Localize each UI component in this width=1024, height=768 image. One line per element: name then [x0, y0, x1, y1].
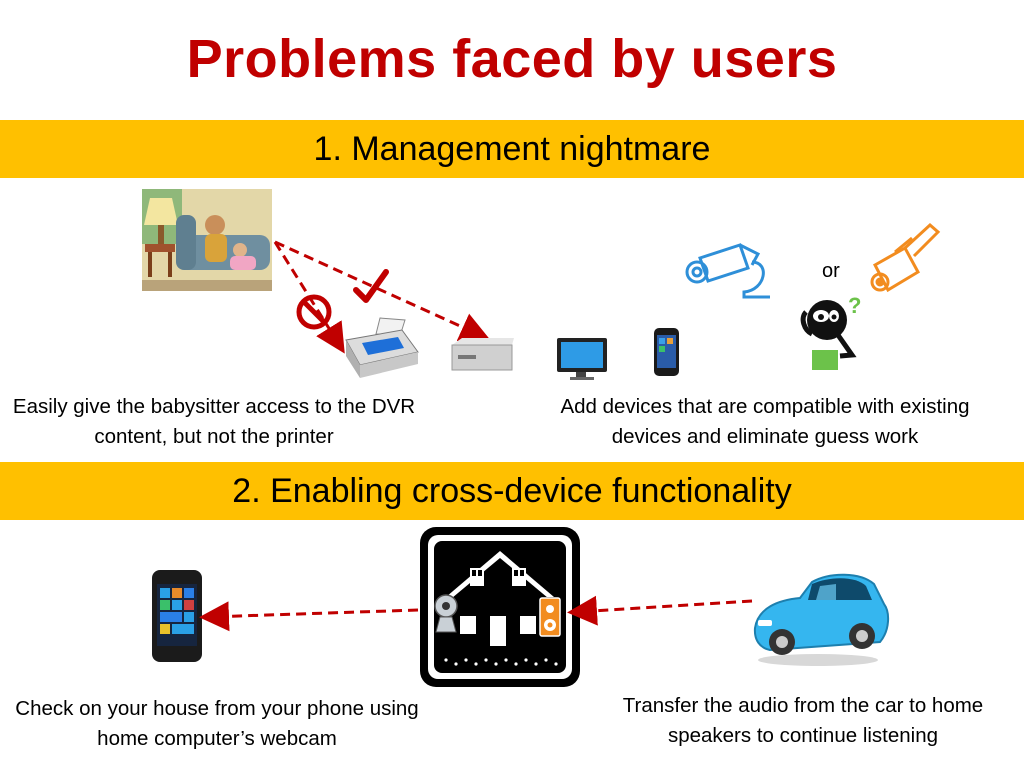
house-speaker-icon [539, 597, 561, 637]
babysitter-illustration [142, 189, 272, 291]
checkmark-icon [353, 269, 389, 303]
phone-icon [152, 570, 202, 662]
house-webcam-icon [434, 594, 458, 633]
monitor-icon [557, 338, 607, 380]
caption-webcam: Check on your house from your phone usin… [15, 697, 419, 750]
slide-title: Problems faced by users [186, 29, 838, 89]
caption-babysitter: Easily give the babysitter access to the… [12, 395, 416, 448]
no-symbol-icon [296, 294, 332, 330]
camcorder-icon [870, 222, 941, 293]
printer-icon [345, 317, 419, 378]
dvr-box-icon [451, 338, 514, 371]
caption-car-audio: Transfer the audio from the car to home … [622, 694, 984, 747]
caption-add-devices: Add devices that are compatible with exi… [560, 395, 970, 448]
svg-text:?: ? [848, 293, 861, 318]
section-1-heading: 1. Management nightmare [0, 120, 1024, 178]
webcam-icon [685, 243, 770, 299]
access-arrows [273, 240, 491, 354]
transfer-arrows [199, 595, 753, 632]
house-icon [420, 527, 580, 687]
smartphone-icon [654, 328, 679, 376]
or-label: or [822, 260, 840, 282]
section-2-heading: 2. Enabling cross-device functionality [0, 462, 1024, 520]
confused-person-icon: ? [800, 293, 861, 370]
car-icon [753, 573, 890, 666]
